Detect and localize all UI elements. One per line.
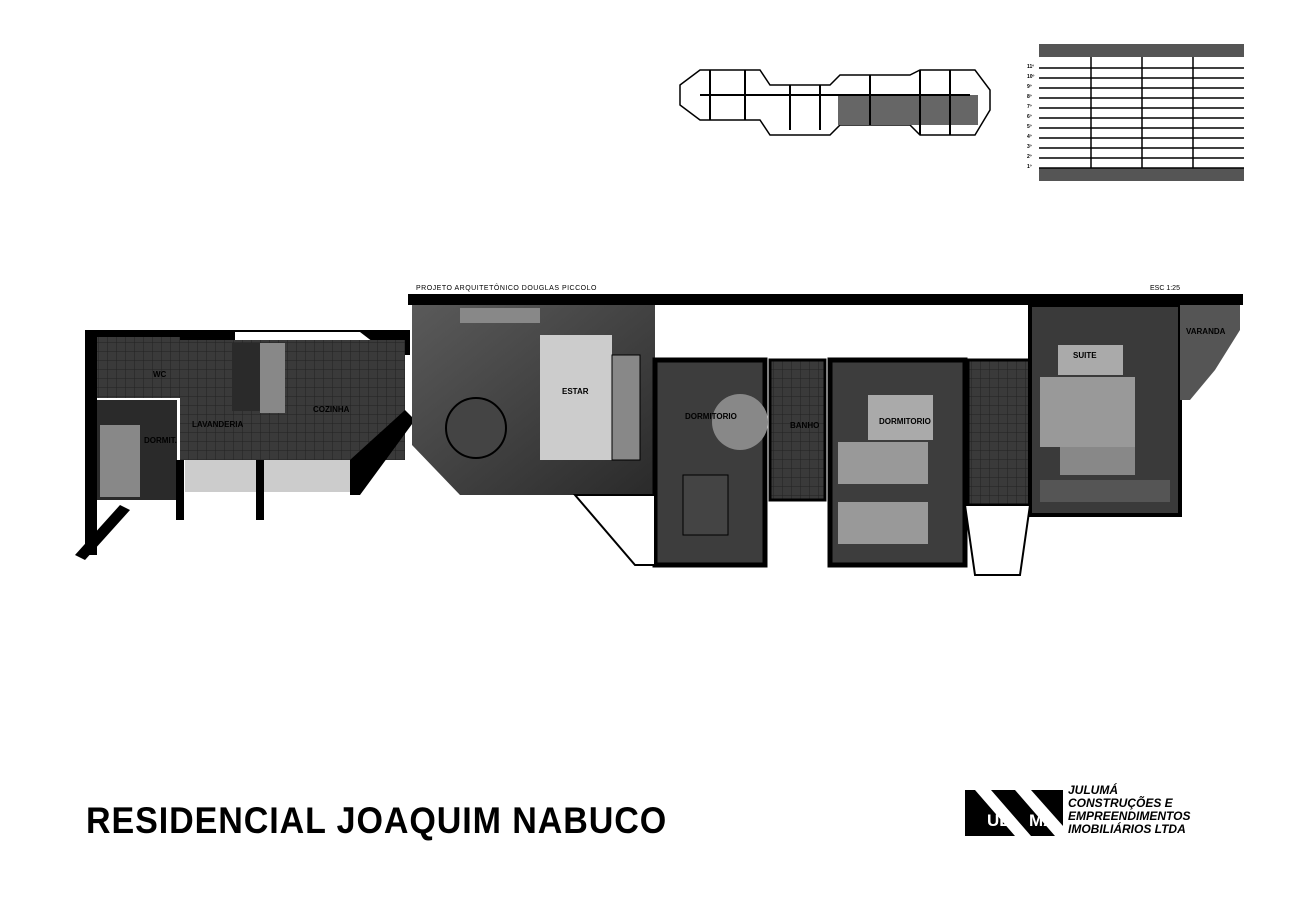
floor-label: 1º (1027, 164, 1032, 170)
svg-text:MA: MA (1029, 811, 1055, 830)
room-wc (97, 337, 180, 398)
label-banho: BANHO (790, 421, 819, 430)
floor-label: 6º (1027, 114, 1032, 120)
key-plan (679, 69, 991, 136)
floor-label: 11º (1027, 64, 1034, 70)
floor-table: 11º 10º 9º 8º 7º 6º 5º 4º 3º 2º 1º (1027, 44, 1244, 181)
page-title: RESIDENCIAL JOAQUIM NABUCO (86, 800, 668, 841)
label-dormit: DORMIT. (144, 436, 177, 445)
architect-credit: PROJETO ARQUITETÔNICO DOUGLAS PICCOLO (416, 285, 597, 292)
label-suite: SUITE (1073, 351, 1097, 360)
room-kitchen (180, 340, 405, 460)
company-line: IMOBILIÁRIOS LTDA (1068, 822, 1186, 836)
scale-label: ESC 1:25 (1150, 285, 1180, 292)
svg-text:UL: UL (987, 811, 1010, 830)
company-line: JULUMÁ (1068, 783, 1118, 797)
floor-label: 7º (1027, 104, 1032, 110)
room-banho (768, 358, 827, 502)
room-varanda (1180, 305, 1240, 400)
company-line: EMPREENDIMENTOS (1068, 809, 1191, 823)
company-line: CONSTRUÇÕES E (1068, 796, 1173, 810)
floor-label: 3º (1027, 144, 1032, 150)
label-wc: WC (153, 370, 167, 379)
floor-label: 10º (1027, 74, 1035, 80)
floor-label: 9º (1027, 84, 1032, 90)
room-banho-2 (966, 358, 1032, 507)
floor-label: 5º (1027, 124, 1032, 130)
label-cozinha: COZINHA (313, 405, 350, 414)
company-logo: UL MA (965, 790, 1063, 836)
top-wall (408, 294, 1243, 305)
floor-plan: WC DORMIT. LAVANDERIA COZINHA ESTAR DORM… (75, 294, 1243, 576)
floor-label: 2º (1027, 154, 1032, 160)
label-varanda: VARANDA (1186, 327, 1226, 336)
company-name: JULUMÁ CONSTRUÇÕES E EMPREENDIMENTOS IMO… (1068, 784, 1190, 836)
floor-label: 4º (1027, 134, 1032, 140)
label-dormitorio-1: DORMITORIO (685, 412, 737, 421)
floor-label: 8º (1027, 94, 1032, 100)
label-estar: ESTAR (562, 387, 589, 396)
label-lavanderia: LAVANDERIA (192, 420, 243, 429)
label-dormitorio-2: DORMITORIO (879, 417, 931, 426)
